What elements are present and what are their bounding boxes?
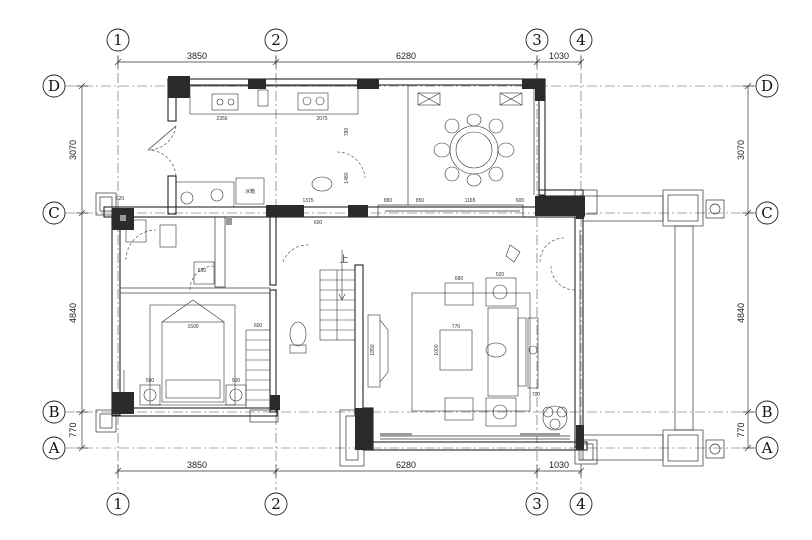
dining-area: 1375 600 880 850 1165 600: [302, 86, 524, 226]
wall-dim-4: 850: [416, 198, 425, 204]
bed-dim: 1500: [187, 324, 198, 330]
wardrobe-dim: 600: [254, 323, 263, 329]
grid-bubble-3-top: [525, 28, 549, 52]
grid-label-d-left: D: [48, 77, 60, 95]
dim-left-1: 3070: [68, 140, 78, 160]
grid-bubble-4-bottom: [569, 492, 593, 516]
living-dim-6: 700: [532, 392, 541, 398]
dimension-labels: 3850 6280 1030 3850 6280 1030 3070 4840 …: [68, 51, 746, 470]
grid-bubble-b-right: [755, 400, 779, 424]
grid-label-3-top: 3: [532, 31, 542, 49]
wall-dim-1: 1375: [302, 198, 313, 204]
wall-dim-2: 600: [314, 220, 323, 226]
grid-bubble-1-bottom: [106, 492, 130, 516]
grid-bubble-a-left: [42, 436, 66, 460]
grid-label-4-bottom: 4: [576, 495, 586, 513]
grid-label-b-left: B: [48, 403, 59, 421]
grid-bubbles: 1 2 3 4 1 2 3 4 D C B A D C B A: [42, 28, 779, 516]
kitchen-dim-1: 2356: [216, 116, 227, 122]
structural-columns: [112, 76, 585, 450]
grid-bubble-b-left: [42, 400, 66, 424]
kitchen: 2356 2075 780 1480 冰箱: [175, 85, 359, 208]
grid-bubble-a-right: [755, 436, 779, 460]
living-dim-2: 520: [496, 272, 505, 278]
grid-bubble-c-left: [42, 201, 66, 225]
grid-bubble-c-right: [755, 201, 779, 225]
dim-top-2: 6280: [396, 51, 416, 61]
grid-label-d-right: D: [761, 77, 773, 95]
kitchen-dim-3: 780: [344, 128, 350, 137]
wall-dim-6: 600: [516, 198, 525, 204]
wall-dim-3: 880: [384, 198, 393, 204]
grid-bubble-4-top: [569, 28, 593, 52]
dim-bottom-3: 1030: [549, 460, 569, 470]
hatched-strips: [120, 215, 560, 436]
dim-left-3: 770: [68, 422, 78, 437]
dim-bottom-1: 3850: [187, 460, 207, 470]
dim-right-1: 3070: [736, 140, 746, 160]
kitchen-dim-2: 2075: [316, 116, 327, 122]
living-dim-1: 680: [455, 276, 464, 282]
grid-bubble-1-top: [106, 28, 130, 52]
grid-label-2-top: 2: [271, 31, 281, 49]
living-room: 680 520 770 1000 1850 700: [367, 244, 568, 431]
walls: [95, 78, 725, 467]
grid-lines: [65, 55, 756, 490]
grid-bubble-2-bottom: [264, 492, 288, 516]
doors-windows: [125, 125, 576, 440]
dim-left-2: 4840: [68, 303, 78, 323]
grid-label-c-right: C: [761, 204, 772, 222]
living-dim-5: 1850: [370, 344, 376, 355]
grid-label-1-bottom: 1: [113, 495, 123, 513]
dim-bottom-2: 6280: [396, 460, 416, 470]
grid-bubble-3-bottom: [525, 492, 549, 516]
dim-right-2: 4840: [736, 303, 746, 323]
bedroom: 1500 500 500 600 650 620: [116, 196, 271, 409]
grid-label-1-top: 1: [113, 31, 123, 49]
grid-bubble-d-right: [755, 74, 779, 98]
stair-up-label: 上: [339, 254, 348, 264]
kitchen-dim-4: 1480: [344, 172, 350, 183]
bath-dim: 650: [198, 268, 207, 274]
grid-label-3-bottom: 3: [532, 495, 542, 513]
grid-label-a-left: A: [48, 439, 60, 457]
living-dim-4: 1000: [434, 344, 440, 355]
grid-label-2-bottom: 2: [271, 495, 281, 513]
staircase: 上: [289, 250, 356, 354]
grid-label-4-top: 4: [576, 31, 586, 49]
dim-right-3: 770: [736, 422, 746, 437]
night-r-dim: 500: [232, 378, 241, 384]
grid-label-b-right: B: [761, 403, 772, 421]
living-dim-3: 770: [452, 324, 461, 330]
grid-bubble-d-left: [42, 74, 66, 98]
dim-top-3: 1030: [549, 51, 569, 61]
wall-dim-5: 1165: [465, 198, 476, 204]
dim-top-1: 3850: [187, 51, 207, 61]
fridge-label: 冰箱: [245, 188, 255, 195]
night-l-dim: 500: [146, 378, 155, 384]
grid-label-c-left: C: [48, 204, 59, 222]
dimension-lines: [76, 56, 754, 477]
grid-label-a-right: A: [761, 439, 773, 457]
grid-bubble-2-top: [264, 28, 288, 52]
closet-dim: 620: [116, 196, 125, 202]
